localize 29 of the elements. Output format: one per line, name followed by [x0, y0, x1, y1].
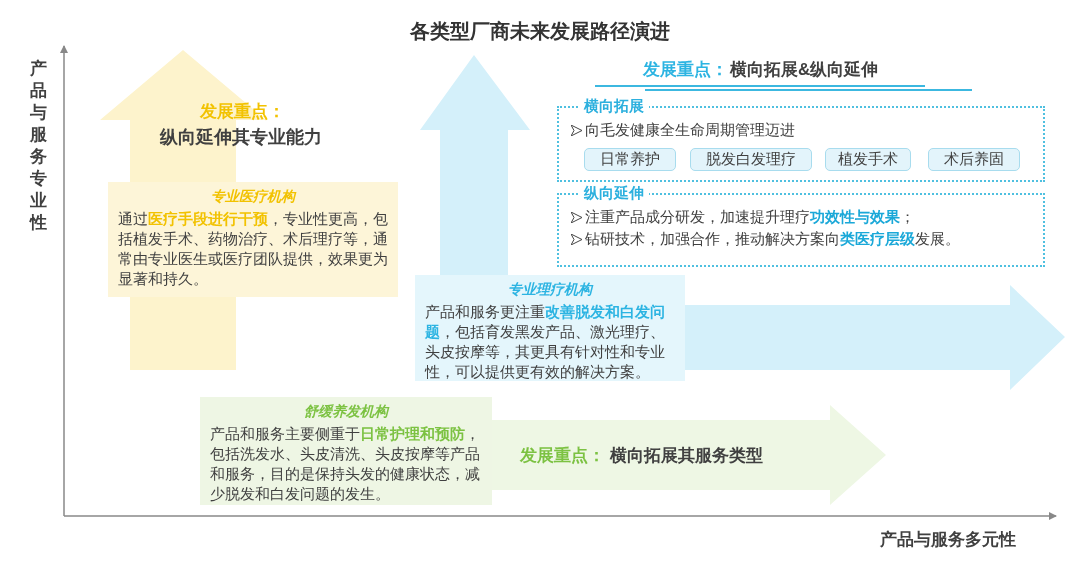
- key-point-label: 发展重点：: [643, 59, 728, 81]
- dotted-panel: [557, 96, 1045, 182]
- panel-heading: 纵向延伸: [579, 184, 649, 202]
- dotted-panel: [557, 183, 1045, 267]
- key-point-text: 横向拓展其服务类型: [610, 445, 763, 467]
- key-point-label: 发展重点：: [520, 445, 605, 467]
- diagram-title: 各类型厂商未来发展路径演进: [409, 19, 671, 44]
- bullet-text: 钻研技术，加强合作，推动解决方案向类医疗层级发展。: [585, 229, 960, 249]
- institution-card: [415, 275, 685, 381]
- card-text: 产品和服务更注重改善脱发和白发问题，包括育发黑发产品、激光理疗、头皮按摩等，其更具有针对性和专业性，可以提供更有效的解决方案。: [425, 302, 666, 382]
- card-heading: 专业医疗机构: [210, 188, 298, 206]
- card-text: 产品和服务主要侧重于日常护理和预防，包括洗发水、头皮清洗、头皮按摩等产品和服务，目的是保持头发的健康状态，减少脱发和白发问题的发生。: [210, 424, 481, 504]
- key-point-text: 横向拓展&纵向延伸: [730, 59, 879, 81]
- key-point-text: 纵向延伸其专业能力: [160, 126, 322, 149]
- tag-pill: 脱发白发理疗: [690, 148, 812, 171]
- institution-card: [200, 397, 492, 505]
- card-heading: 专业理疗机构: [507, 281, 595, 299]
- card-text: 通过医疗手段进行干预，专业性更高，包括植发手术、药物治疗、术后理疗等，通常由专业医生或医疗团队提供，效果更为显著和持久。: [118, 209, 388, 289]
- tag-pill: 植发手术: [825, 148, 911, 171]
- key-point-label: 发展重点：: [200, 101, 285, 123]
- panel-heading: 横向拓展: [579, 97, 649, 115]
- bullet-text: 注重产品成分研发，加速提升理疗功效性与效果；: [585, 207, 915, 227]
- card-heading: 舒缓养发机构: [303, 403, 391, 421]
- axis-label: 产品与服务多元性: [880, 529, 1016, 551]
- tag-pill: 术后养固: [928, 148, 1020, 171]
- axis-label: 产品与服务专业性: [30, 58, 48, 234]
- tag-pill: 日常养护: [584, 148, 676, 171]
- institution-card: [108, 182, 398, 297]
- bullet-text: 向毛发健康全生命周期管理迈进: [585, 120, 795, 140]
